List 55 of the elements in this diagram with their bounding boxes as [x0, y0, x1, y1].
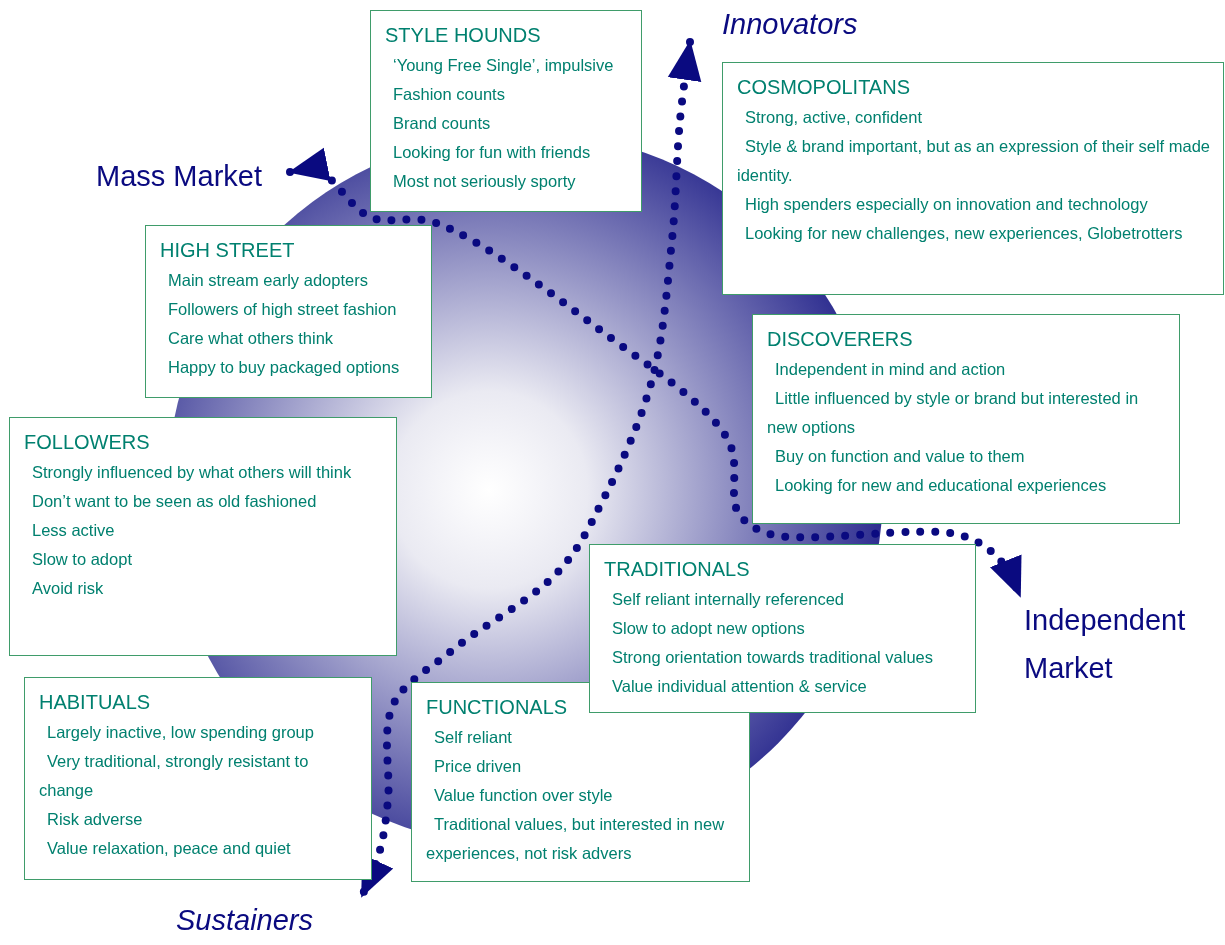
trait-text: Looking for new challenges, new experiences, Globetrotters	[744, 223, 1184, 244]
segment-heading: STYLE HOUNDS	[385, 23, 542, 48]
trait-text: Value function over style	[433, 785, 614, 806]
trait-text: Strong, active, confident	[744, 107, 924, 128]
segment-box	[722, 62, 1224, 295]
axis-label: Independent Market	[1024, 603, 1187, 686]
trait-text: Most not seriously sporty	[392, 171, 577, 192]
trait-text: Self reliant internally referenced	[611, 589, 846, 610]
trait-text: Slow to adopt new options	[611, 618, 806, 639]
trait-text: Value individual attention & service	[611, 676, 868, 697]
trait-text: Independent in mind and action	[774, 359, 1007, 380]
trait-text: Style & brand important, but as an expression of their self made identity.	[737, 136, 1211, 186]
trait-text: Little influenced by style or brand but interested in new options	[767, 388, 1140, 438]
dotted-arrow	[286, 148, 1024, 600]
axis-label: Innovators	[722, 7, 858, 42]
segment-box	[589, 544, 976, 713]
dotted-arrow	[358, 38, 702, 900]
trait-text: Strong orientation towards traditional values	[611, 647, 935, 668]
axis-label: Sustainers	[176, 903, 313, 938]
trait-text: Care what others think	[167, 328, 335, 349]
trait-text: Very traditional, strongly resistant to change	[39, 751, 310, 801]
segment-heading: FUNCTIONALS	[426, 695, 569, 720]
segment-box	[9, 417, 397, 656]
trait-text: Less active	[31, 520, 116, 541]
trait-text: Avoid risk	[31, 578, 105, 599]
segment-box	[145, 225, 432, 398]
trait-text: Slow to adopt	[31, 549, 133, 570]
trait-text: Followers of high street fashion	[167, 299, 398, 320]
segment-heading: HIGH STREET	[160, 238, 296, 263]
trait-text: Value relaxation, peace and quiet	[46, 838, 292, 859]
trait-text: Buy on function and value to them	[774, 446, 1026, 467]
trait-text: Risk adverse	[46, 809, 144, 830]
segment-heading: TRADITIONALS	[604, 557, 751, 582]
segment-heading: COSMOPOLITANS	[737, 75, 911, 100]
trait-text: Don’t want to be seen as old fashioned	[31, 491, 318, 512]
trait-text: Price driven	[433, 756, 523, 777]
trait-text: Brand counts	[392, 113, 492, 134]
trait-text: High spenders especially on innovation and technology	[744, 194, 1149, 215]
trait-text: Looking for fun with friends	[392, 142, 592, 163]
segment-heading: FOLLOWERS	[24, 430, 151, 455]
trait-text: Largely inactive, low spending group	[46, 722, 315, 743]
trait-text: Self reliant	[433, 727, 513, 748]
trait-text: Main stream early adopters	[167, 270, 369, 291]
trait-text: Looking for new and educational experiences	[774, 475, 1108, 496]
trait-text: ‘Young Free Single’, impulsive	[392, 55, 615, 76]
trait-text: Happy to buy packaged options	[167, 357, 401, 378]
trait-text: Traditional values, but interested in new experiences, not risk advers	[426, 814, 726, 864]
segment-heading: HABITUALS	[39, 690, 152, 715]
segment-box	[752, 314, 1180, 524]
axis-label: Mass Market	[96, 159, 262, 194]
segment-box	[24, 677, 372, 880]
segment-heading: DISCOVERERS	[767, 327, 914, 352]
segment-box	[370, 10, 642, 212]
trait-text: Strongly influenced by what others will think	[31, 462, 353, 483]
trait-text: Fashion counts	[392, 84, 506, 105]
